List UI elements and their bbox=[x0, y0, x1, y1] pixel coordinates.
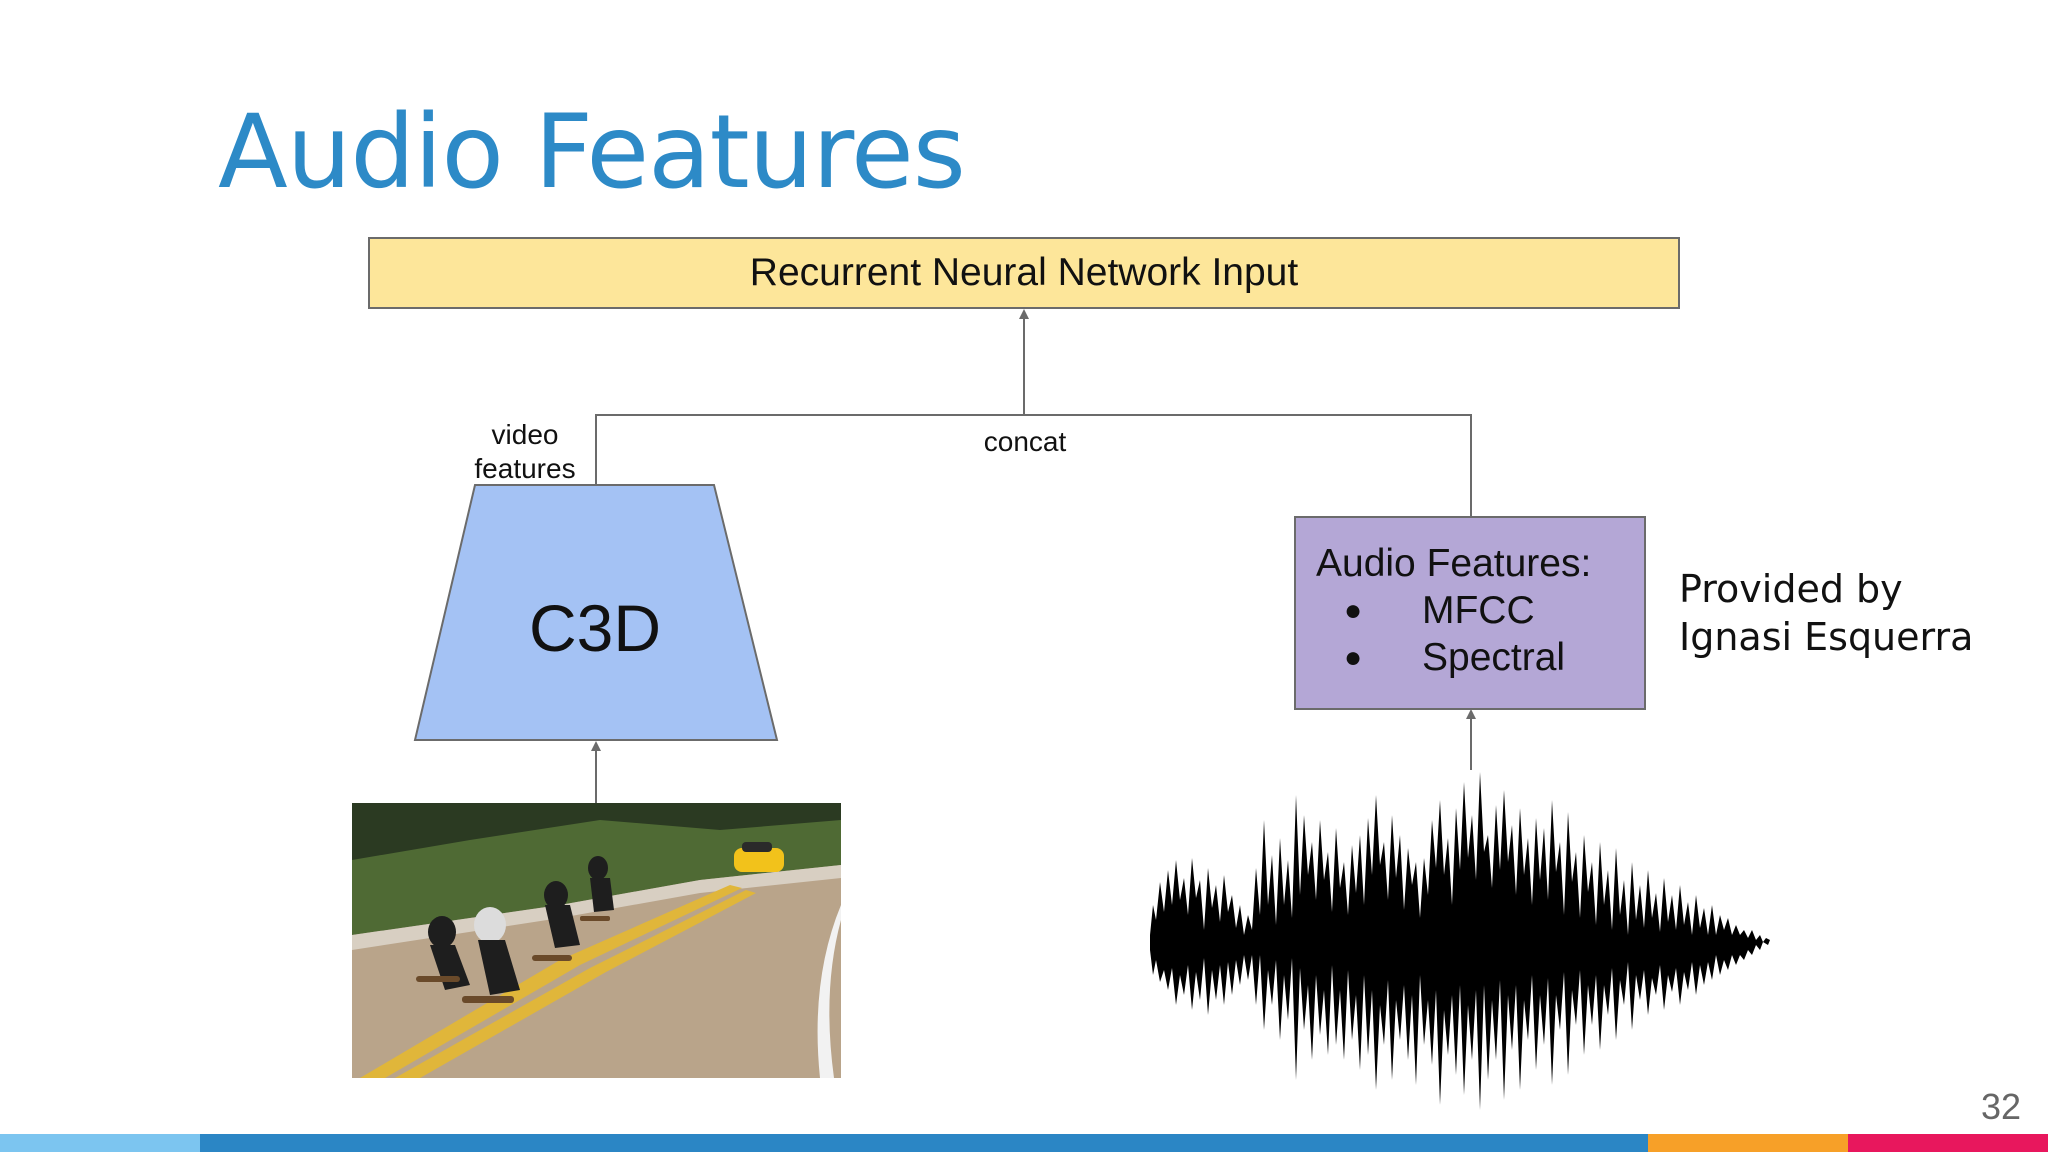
page-number: 32 bbox=[1980, 1086, 2021, 1127]
credit-line1: Provided by bbox=[1679, 567, 1903, 611]
audio-features-heading: Audio Features: bbox=[1316, 542, 1592, 585]
rnn-input-box bbox=[368, 237, 1680, 309]
concat-label: concat bbox=[983, 426, 1067, 457]
c3d-label: C3D bbox=[528, 591, 662, 665]
video-features-label-line2: features bbox=[474, 453, 576, 484]
audio-feature-spectral: Spectral bbox=[1422, 636, 1566, 679]
credit-note: Provided by Ignasi Esquerra bbox=[1679, 565, 1973, 661]
concat-connector bbox=[591, 309, 1476, 803]
audio-feature-item: ● Spectral bbox=[1316, 634, 1591, 681]
audio-features-list: Audio Features: ● MFCC ● Spectral bbox=[1316, 540, 1591, 681]
audio-waveform bbox=[1150, 772, 1770, 1110]
video-features-label-line1: video bbox=[491, 419, 559, 450]
bar-segment-orange bbox=[1648, 1134, 1848, 1152]
video-features-label: video features bbox=[450, 418, 600, 486]
slide-title: Audio Features bbox=[218, 93, 966, 212]
bullet-icon: ● bbox=[1344, 594, 1363, 627]
c3d-block bbox=[413, 484, 779, 741]
skateboarders-photo bbox=[352, 803, 841, 1078]
audio-feature-mfcc: MFCC bbox=[1422, 589, 1535, 632]
bar-segment-pink bbox=[1848, 1134, 2048, 1152]
bottom-color-bar bbox=[0, 1134, 2048, 1152]
credit-line2: Ignasi Esquerra bbox=[1679, 615, 1974, 659]
audio-features-box bbox=[1294, 516, 1646, 710]
bar-segment-light-blue bbox=[0, 1134, 200, 1152]
audio-feature-item: ● MFCC bbox=[1316, 587, 1591, 634]
bar-segment-blue bbox=[200, 1134, 1648, 1152]
bullet-icon: ● bbox=[1344, 641, 1363, 674]
rnn-input-label: Recurrent Neural Network Input bbox=[749, 251, 1299, 294]
